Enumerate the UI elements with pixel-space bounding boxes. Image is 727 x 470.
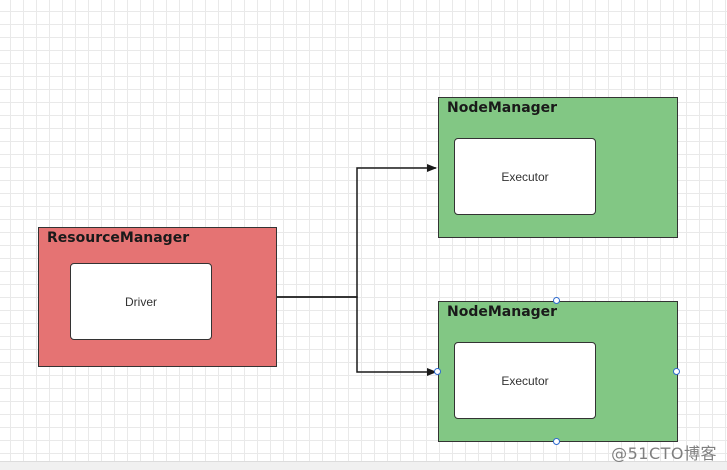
connector-to-node-manager-2[interactable] — [277, 296, 437, 376]
selection-handle-right[interactable] — [673, 368, 680, 375]
executor-1-label: Executor — [501, 169, 549, 184]
driver-label: Driver — [125, 294, 157, 309]
executor-box-1[interactable]: Executor — [454, 138, 596, 215]
node-manager-1-title: NodeManager — [447, 100, 558, 116]
driver-box[interactable]: Driver — [70, 263, 212, 340]
horizontal-scrollbar[interactable] — [0, 461, 727, 470]
node-manager-box-1[interactable]: NodeManager Executor — [438, 97, 678, 238]
node-manager-box-2[interactable]: NodeManager Executor — [438, 301, 678, 442]
selection-handle-left[interactable] — [434, 368, 441, 375]
resource-manager-title: ResourceManager — [47, 230, 190, 246]
executor-2-label: Executor — [501, 373, 549, 388]
selection-handle-top[interactable] — [553, 297, 560, 304]
watermark: @51CTO博客 — [611, 444, 717, 463]
connector-to-node-manager-1[interactable] — [277, 164, 437, 298]
executor-box-2[interactable]: Executor — [454, 342, 596, 419]
selection-handle-bottom[interactable] — [553, 438, 560, 445]
node-manager-2-title: NodeManager — [447, 304, 558, 320]
resource-manager-box[interactable]: ResourceManager Driver — [38, 227, 277, 367]
